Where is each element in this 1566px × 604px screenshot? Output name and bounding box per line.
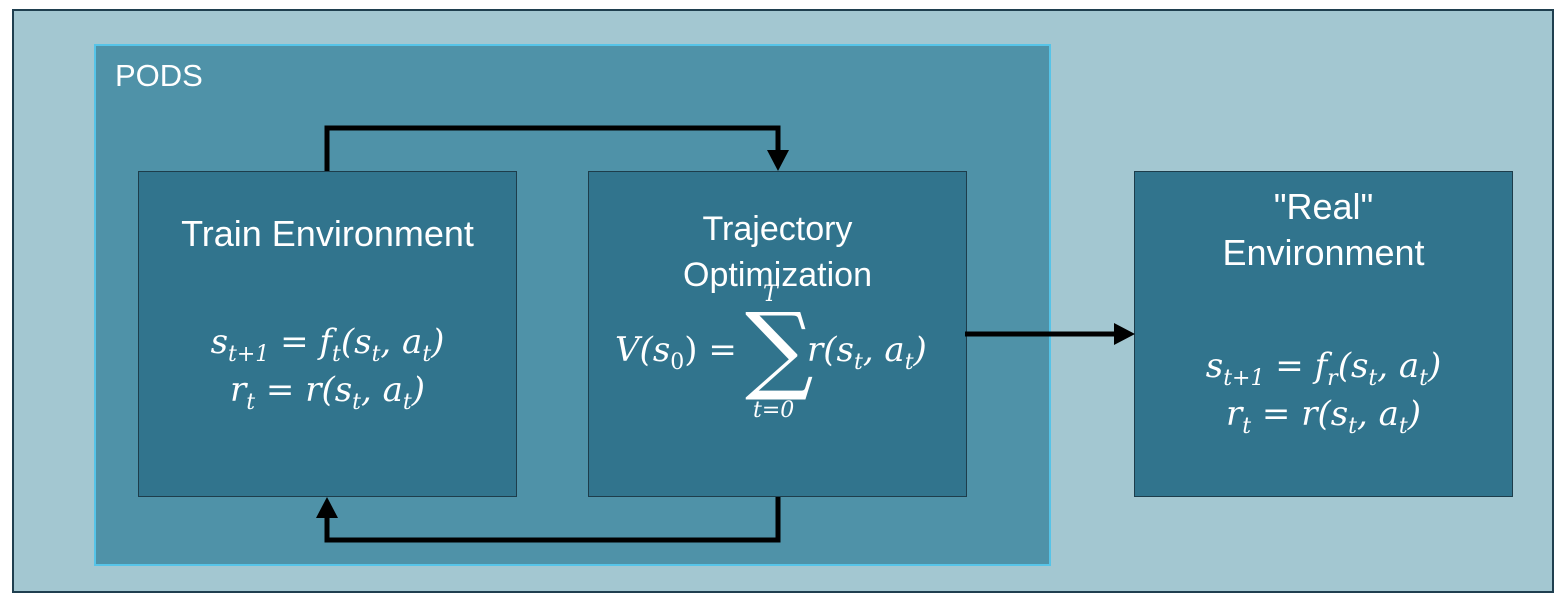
arrowhead-down <box>767 150 789 171</box>
value-function-rhs: r(st, at) <box>807 330 927 375</box>
real-environment-title: "Real"Environment <box>1222 186 1425 273</box>
train-environment-box: Train Environment st+1 = ft(st, at) rt =… <box>138 171 517 497</box>
real-environment-box: "Real"Environment st+1 = fr(st, at) rt =… <box>1134 171 1513 497</box>
sum-lower-limit: t=0 <box>753 398 795 423</box>
value-function-lhs: V(s0) = <box>615 330 737 375</box>
sum-upper-limit: T <box>763 282 778 307</box>
arrowhead-up <box>316 497 338 518</box>
train-environment-title: Train Environment <box>181 213 474 254</box>
value-function-equation: V(s0) = T ∑ t=0 r(st, at) <box>589 280 966 440</box>
arrow-trajectory-to-train <box>324 497 781 543</box>
real-reward-equation: rt = r(st, at) <box>1225 394 1422 439</box>
real-transition-equation: st+1 = fr(st, at) <box>1205 346 1442 391</box>
pods-label: PODS <box>115 58 203 93</box>
arrowhead-right <box>1114 323 1135 345</box>
sigma-symbol: ∑ <box>745 292 814 404</box>
train-transition-equation: st+1 = ft(st, at) <box>210 322 445 367</box>
train-reward-equation: rt = r(st, at) <box>229 370 426 415</box>
arrow-train-to-trajectory <box>324 125 781 171</box>
